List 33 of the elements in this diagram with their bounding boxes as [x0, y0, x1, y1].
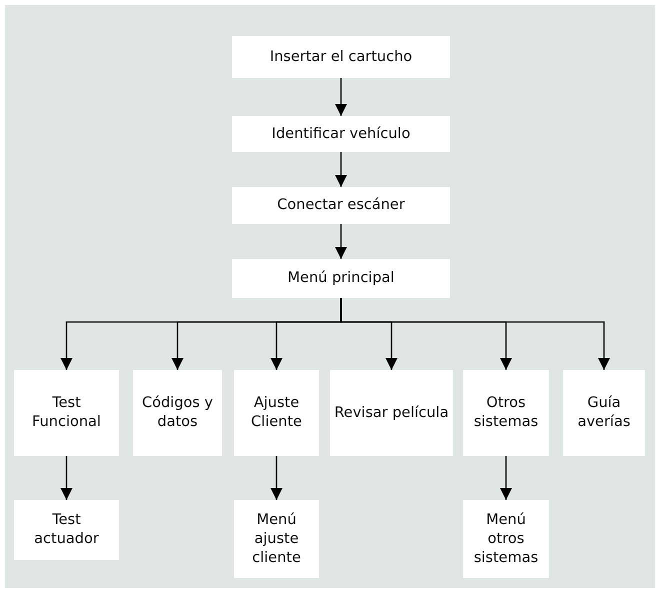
box-label: Menú principal [288, 269, 394, 288]
box-label: Identificar vehículo [272, 124, 410, 144]
process-box [330, 370, 453, 456]
process-box [232, 259, 450, 298]
box-label: Códigos y datos [140, 394, 214, 432]
box-label: Otros sistemas [472, 394, 540, 432]
box-label: Menú otros sistemas [472, 510, 540, 568]
process-box [563, 370, 645, 456]
process-box [463, 370, 549, 456]
box-label: Insertar el cartucho [270, 48, 412, 66]
process-box [232, 36, 450, 78]
arrow [335, 152, 347, 187]
box-label: Conectar escáner [277, 196, 405, 215]
box-label: Test actuador [33, 511, 100, 549]
arrow [270, 456, 282, 500]
process-box [234, 370, 319, 456]
arrow [340, 298, 610, 370]
box-label: Menú ajuste cliente [251, 510, 302, 568]
arrow [500, 456, 512, 500]
process-box [234, 500, 319, 578]
process-box [232, 187, 450, 224]
process-box [14, 500, 119, 560]
box-label: Test Funcional [31, 394, 102, 432]
arrow [335, 224, 347, 259]
arrow [60, 456, 72, 500]
process-box [133, 370, 222, 456]
box-label: Ajuste Cliente [250, 394, 303, 432]
process-box [232, 116, 450, 152]
box-label: Guía averías [576, 394, 632, 432]
arrow [335, 78, 347, 116]
process-box [463, 500, 549, 578]
box-label: Revisar película [334, 404, 449, 422]
process-box [14, 370, 119, 456]
